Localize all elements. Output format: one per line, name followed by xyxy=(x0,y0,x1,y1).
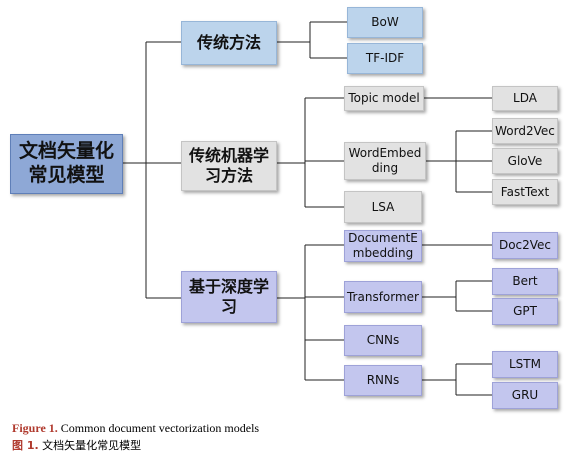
node-topic-model: Topic model xyxy=(344,86,424,111)
figure-label-en: Figure 1. xyxy=(12,421,58,435)
figure-caption-en: Figure 1. Common document vectorization … xyxy=(12,421,259,436)
node-lstm: LSTM xyxy=(492,351,558,378)
node-gpt: GPT xyxy=(492,298,558,325)
node-traditional-ml: 传统机器学习方法 xyxy=(181,141,277,191)
node-transformer: Transformer xyxy=(344,281,422,313)
node-document-embedding: DocumentEmbedding xyxy=(344,230,422,262)
figure-caption-zh: 图 1. 文档矢量化常见模型 xyxy=(12,437,141,453)
node-deep-learning: 基于深度学习 xyxy=(181,271,277,323)
node-cnns: CNNs xyxy=(344,325,422,356)
node-word2vec: Word2Vec xyxy=(492,118,558,144)
figure-label-zh: 图 1. xyxy=(12,439,39,452)
node-doc2vec: Doc2Vec xyxy=(492,232,558,259)
node-rnns: RNNs xyxy=(344,365,422,396)
node-gru: GRU xyxy=(492,382,558,409)
node-bert: Bert xyxy=(492,268,558,295)
figure-caption-text-en: Common document vectorization models xyxy=(57,421,260,435)
node-lda: LDA xyxy=(492,86,558,111)
figure-caption-text-zh: 文档矢量化常见模型 xyxy=(38,439,142,452)
node-lsa: LSA xyxy=(344,191,422,223)
root-node: 文档矢量化常见模型 xyxy=(10,134,123,194)
node-glove: GloVe xyxy=(492,148,558,174)
node-bow: BoW xyxy=(347,7,423,38)
node-tf-idf: TF-IDF xyxy=(347,43,423,74)
node-fasttext: FastText xyxy=(492,179,558,205)
node-traditional-methods: 传统方法 xyxy=(181,21,277,65)
node-word-embedding: WordEmbedding xyxy=(344,142,426,180)
